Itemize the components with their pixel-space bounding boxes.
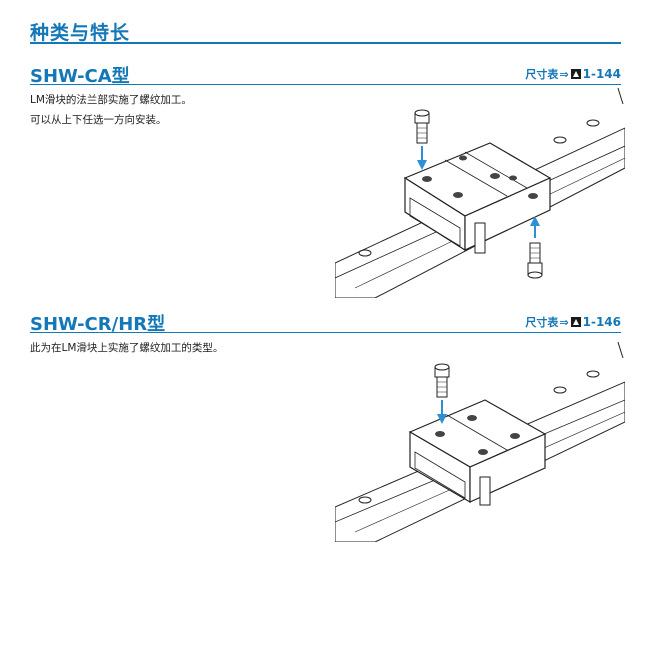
description-line: 此为在LM滑块上实施了螺纹加工的类型。 xyxy=(30,342,224,354)
arrow-right-icon: ⇒ xyxy=(559,67,569,81)
size-table-label: 尺寸表 xyxy=(525,68,559,81)
size-table-label: 尺寸表 xyxy=(525,316,559,329)
description-ca: LM滑块的法兰部实施了螺纹加工。 可以从上下任选一方向安装。 xyxy=(30,90,192,130)
section-heading-ca: SHW-CA型 xyxy=(30,66,130,87)
description-cr-hr: 此为在LM滑块上实施了螺纹加工的类型。 xyxy=(30,338,223,358)
size-table-page: 1-146 xyxy=(582,315,621,329)
size-table-page: 1-144 xyxy=(582,67,621,81)
title-rule xyxy=(30,42,621,44)
section-rule-cr-hr xyxy=(30,332,621,333)
section-rule-ca xyxy=(30,84,621,85)
size-table-ref-ca[interactable]: 尺寸表 ⇒ 1-144 xyxy=(525,66,621,82)
description-line: LM滑块的法兰部实施了螺纹加工。 xyxy=(30,94,192,106)
shw-ca-illustration xyxy=(335,88,625,298)
reference-triangle-icon xyxy=(570,317,581,327)
shw-cr-hr-illustration xyxy=(335,342,625,542)
description-line: 可以从上下任选一方向安装。 xyxy=(30,114,167,126)
arrow-right-icon: ⇒ xyxy=(559,315,569,329)
reference-triangle-icon xyxy=(570,69,581,79)
page-title: 种类与特长 xyxy=(30,22,131,44)
section-heading-cr-hr: SHW-CR/HR型 xyxy=(30,314,166,335)
size-table-ref-cr-hr[interactable]: 尺寸表 ⇒ 1-146 xyxy=(525,314,621,330)
